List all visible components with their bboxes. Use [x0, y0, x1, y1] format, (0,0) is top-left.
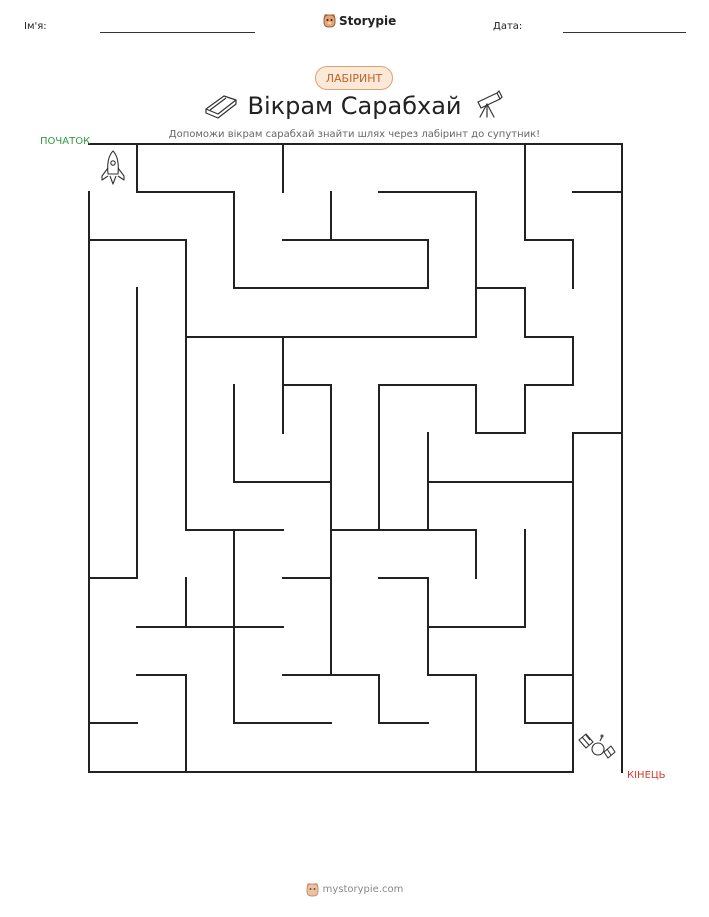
book-icon	[205, 95, 237, 119]
name-label: Ім'я:	[24, 21, 47, 32]
date-label: Дата:	[493, 21, 523, 32]
footer: mystorypie.com	[0, 882, 709, 897]
start-label: ПОЧАТОК	[40, 136, 91, 147]
page-subtitle: Допоможи вікрам сарабхай знайти шлях чер…	[168, 129, 541, 140]
maze-badge: ЛАБІРИНТ	[315, 66, 393, 90]
name-line[interactable]	[100, 32, 255, 33]
page-title: Вікрам Сарабхай	[247, 92, 462, 120]
bear-logo-icon	[306, 883, 319, 897]
telescope-icon	[477, 89, 503, 118]
bear-logo-icon	[323, 14, 336, 28]
brand-name: Storypie	[339, 13, 397, 28]
rocket-icon	[101, 150, 125, 185]
brand-logo: Storypie	[323, 13, 396, 28]
end-label: КІНЕЦЬ	[627, 770, 666, 781]
date-line[interactable]	[563, 32, 686, 33]
satellite-icon	[578, 733, 616, 759]
footer-site[interactable]: mystorypie.com	[322, 884, 404, 895]
